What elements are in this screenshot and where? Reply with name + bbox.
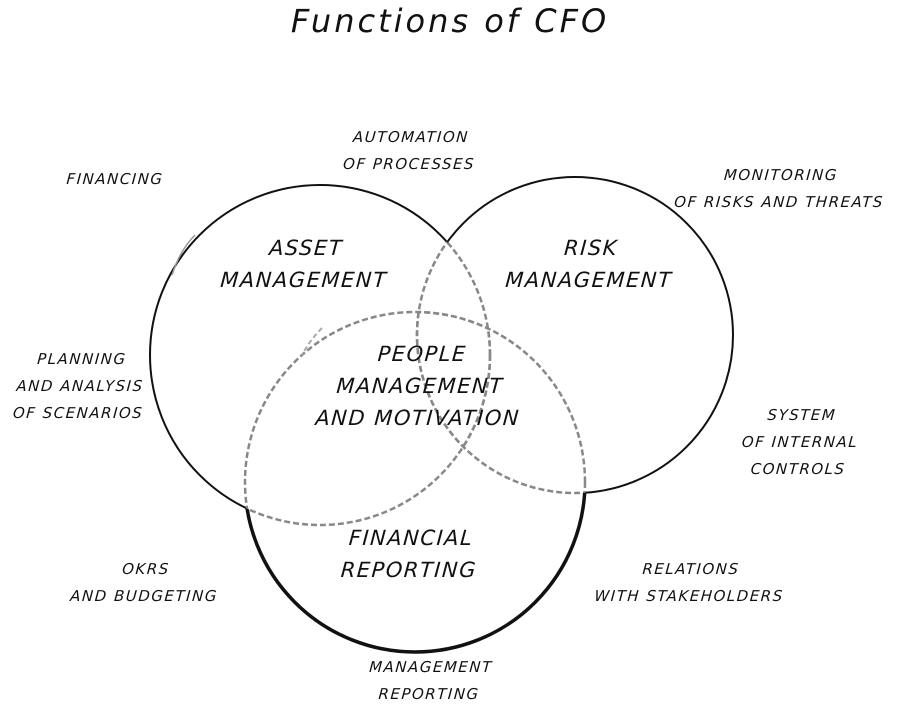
circle-asset-management: [149, 183, 492, 527]
stakeholders-label: RELATIONS WITH STAKEHOLDERS: [593, 560, 785, 605]
financing-label: FINANCING: [65, 170, 165, 188]
sketch-stroke: [301, 327, 323, 356]
automation-label: AUTOMATION OF PROCESSES: [342, 128, 476, 173]
financial-reporting-label: FINANCIAL REPORTING: [339, 526, 478, 582]
monitoring-label: MONITORING OF RISKS AND THREATS: [673, 166, 885, 211]
diagram-title: Functions of CFO: [290, 2, 610, 40]
internal-controls-label: SYSTEM OF INTERNAL CONTROLS: [741, 406, 859, 478]
okrs-label: OKRS AND BUDGETING: [69, 560, 219, 605]
asset-management-label: ASSET MANAGEMENT: [219, 236, 389, 292]
planning-label: PLANNING AND ANALYSIS OF SCENARIOS: [12, 350, 145, 422]
circle-risk-management: [415, 176, 734, 495]
risk-management-label: RISK MANAGEMENT: [504, 236, 674, 292]
sketch-stroke: [171, 234, 196, 276]
management-reporting-label: MANAGEMENT REPORTING: [368, 658, 494, 703]
circle-financial-reporting: [243, 310, 587, 654]
people-management-label: PEOPLE MANAGEMENT AND MOTIVATION: [314, 342, 521, 430]
